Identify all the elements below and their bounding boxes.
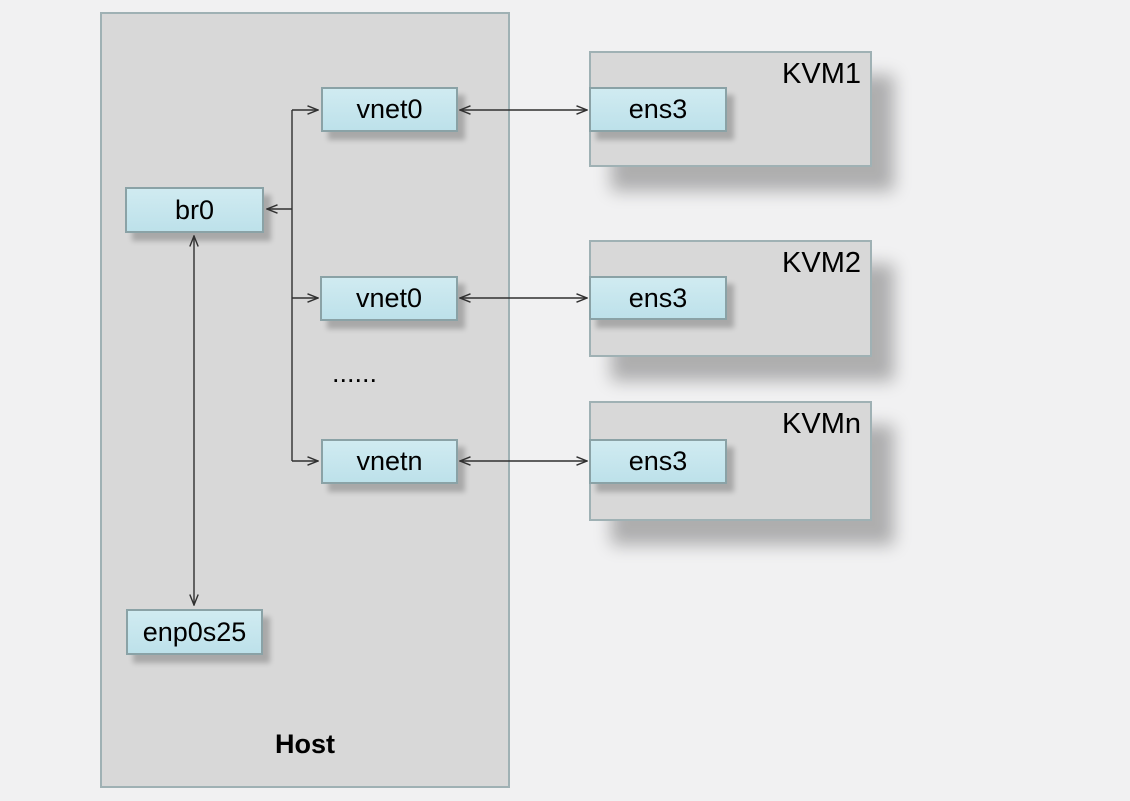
node-ens3-kvmn: ens3: [589, 439, 727, 484]
host-container: Host: [100, 12, 510, 788]
node-vnet0-top: vnet0: [321, 87, 458, 132]
vm-kvm1-label: KVM1: [782, 58, 861, 90]
node-ens3-kvm2: ens3: [589, 276, 727, 320]
node-enp0s25: enp0s25: [126, 609, 263, 655]
node-vnet0-mid: vnet0: [320, 276, 458, 321]
host-label: Host: [275, 729, 335, 759]
vm-kvm2-label: KVM2: [782, 247, 861, 279]
node-br0: br0: [125, 187, 264, 233]
ellipsis-more-vnets: ......: [332, 358, 378, 388]
node-vnetn: vnetn: [321, 439, 458, 484]
vm-kvmn-label: KVMn: [782, 408, 861, 440]
node-ens3-kvm1: ens3: [589, 87, 727, 132]
vm-kvm1-container: KVM1: [589, 51, 872, 167]
